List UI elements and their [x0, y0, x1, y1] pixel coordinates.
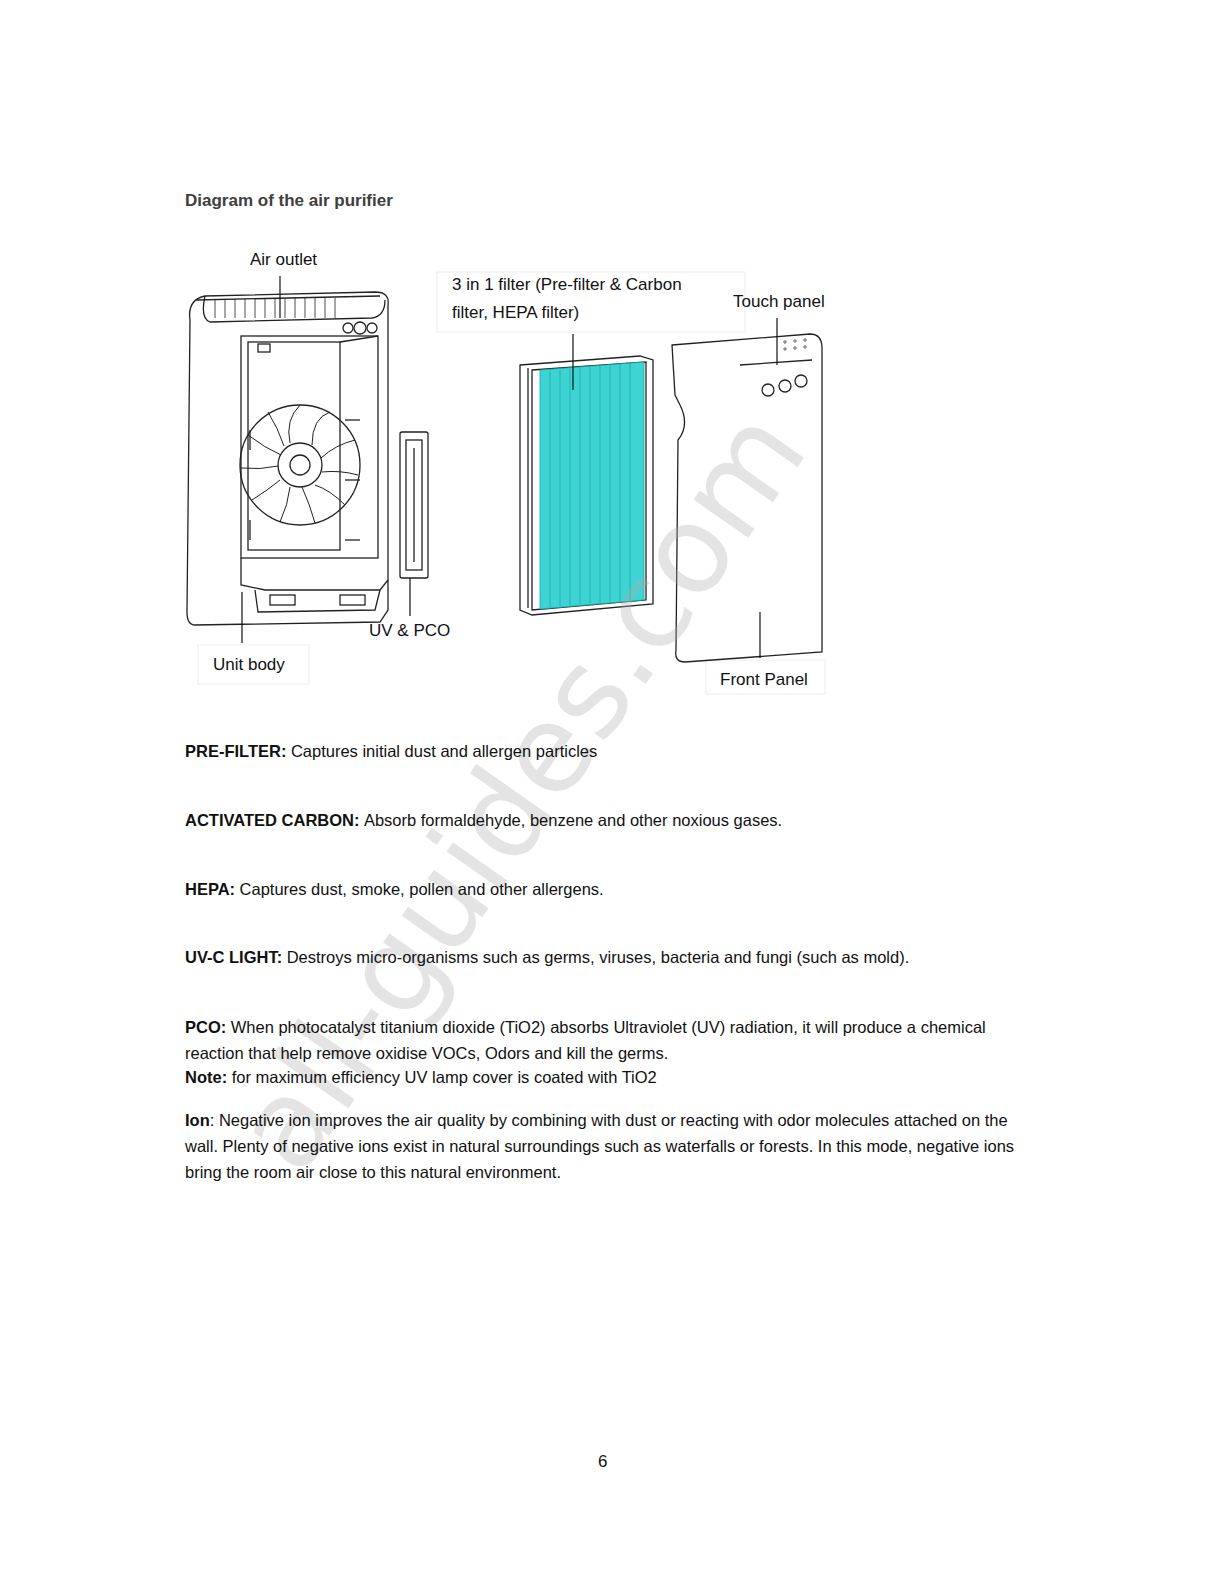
term-label: Note: — [185, 1068, 227, 1086]
part-label: Air outlet — [250, 247, 317, 273]
part-label: Touch panel — [733, 289, 825, 315]
part-label: Front Panel — [720, 667, 808, 693]
description-paragraph: HEPA: Captures dust, smoke, pollen and ot… — [185, 876, 1035, 902]
term-description: When photocatalyst titanium dioxide (TiO… — [185, 1018, 986, 1062]
description-paragraph: PCO:When photocatalyst titanium dioxide … — [185, 1014, 1035, 1066]
description-paragraph: Ion: Negative ion improves the air quali… — [185, 1107, 1035, 1185]
term-label: PCO: — [185, 1018, 226, 1036]
term-description: Destroys micro-organisms such as germs, … — [287, 948, 910, 966]
term-label: Ion — [185, 1111, 210, 1129]
term-description: Absorb formaldehyde, benzene and other n… — [364, 811, 782, 829]
part-label: 3 in 1 filter (Pre-filter & Carbon filte… — [452, 271, 684, 327]
description-paragraph: Note: for maximum efficiency UV lamp cove… — [185, 1064, 1035, 1090]
term-description: Captures initial dust and allergen parti… — [291, 742, 597, 760]
term-description: for maximum efficiency UV lamp cover is … — [232, 1068, 657, 1086]
page-heading: Diagram of the air purifier — [185, 188, 393, 214]
term-label: HEPA: — [185, 880, 235, 898]
term-label: PRE-FILTER: — [185, 742, 286, 760]
part-label: UV & PCO — [369, 618, 450, 644]
description-paragraph: ACTIVATED CARBON: Absorb formaldehyde, be… — [185, 807, 1035, 833]
page-number: 6 — [598, 1449, 607, 1475]
part-label: Unit body — [213, 652, 285, 678]
term-label: UV-C LIGHT: — [185, 948, 282, 966]
term-description: Captures dust, smoke, pollen and other a… — [240, 880, 604, 898]
term-description: : Negative ion improves the air quality … — [185, 1111, 1014, 1181]
description-paragraph: PRE-FILTER: Captures initial dust and all… — [185, 738, 1035, 764]
term-label: ACTIVATED CARBON: — [185, 811, 359, 829]
description-paragraph: UV-C LIGHT: Destroys micro-organisms such… — [185, 944, 1035, 970]
